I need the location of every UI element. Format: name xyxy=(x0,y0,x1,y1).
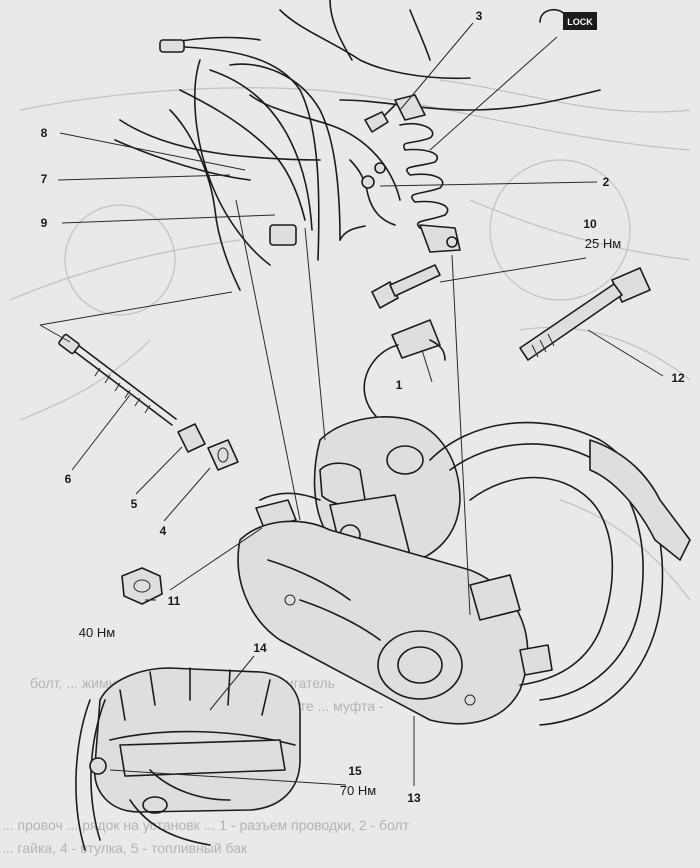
wiring-connector-1 xyxy=(363,319,446,421)
lock-icon: LOCK xyxy=(539,9,597,30)
callout-3-label: 3 xyxy=(476,9,483,23)
callout-labels: 1 2 3 4 5 6 7 8 9 10 25 Нм 11 40 Нм 12 1… xyxy=(41,9,685,805)
nut-4 xyxy=(207,439,239,471)
callout-13-label: 13 xyxy=(407,791,421,805)
callout-11-label: 11 xyxy=(168,594,181,608)
callout-15-torque: 70 Нм xyxy=(340,783,376,798)
callout-6-label: 6 xyxy=(65,472,72,486)
inset-mount-bracket xyxy=(75,667,301,851)
nut-11 xyxy=(121,567,163,605)
callout-8-label: 8 xyxy=(41,126,48,140)
callout-11-torque: 40 Нм xyxy=(79,625,115,640)
callout-4-label: 4 xyxy=(160,524,167,538)
bleed-line-3: ... провоч ... рядок на установк ... 1 -… xyxy=(2,817,410,833)
frame-and-cables xyxy=(114,0,601,291)
bolt-12 xyxy=(519,267,651,361)
callout-9-label: 9 xyxy=(41,216,48,230)
background-frame-ghost xyxy=(9,79,691,601)
lock-badge: LOCK xyxy=(567,17,593,27)
rear-wheel xyxy=(429,421,691,726)
callout-1-label: 1 xyxy=(396,378,403,392)
callout-10-label: 10 xyxy=(583,217,597,231)
callout-2-label: 2 xyxy=(603,175,610,189)
callout-15-label: 15 xyxy=(348,764,362,778)
callout-14-label: 14 xyxy=(253,641,267,655)
engine-assembly xyxy=(237,416,529,725)
callout-7-label: 7 xyxy=(41,172,48,186)
callout-10-torque: 25 Нм xyxy=(585,236,621,251)
bleed-line-4: ... гайка, 4 - втулка, 5 - топливный бак xyxy=(2,840,248,856)
rear-shock-absorber xyxy=(364,94,461,253)
callout-5-label: 5 xyxy=(131,497,138,511)
bolt-10 xyxy=(371,264,441,309)
bushing-5 xyxy=(177,423,206,453)
throttle-cable-6 xyxy=(58,333,177,426)
callout-12-label: 12 xyxy=(671,371,685,385)
leader-lines xyxy=(39,22,664,786)
